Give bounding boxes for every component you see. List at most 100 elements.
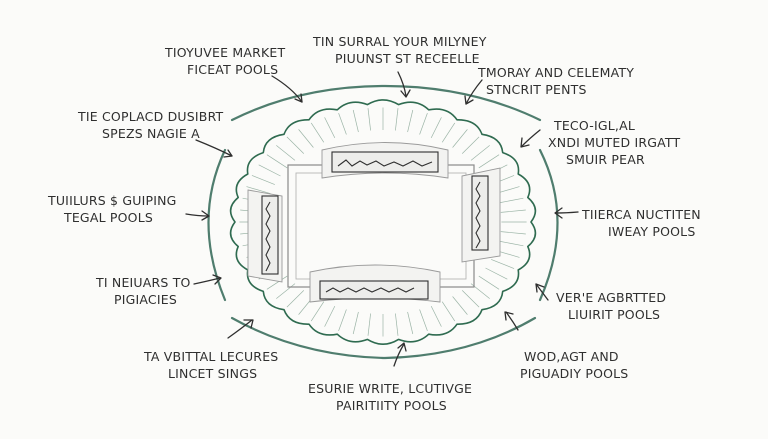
label-upper-right: TECO-IGL,AL XNDI MUTED IRGATT SMUIR PEAR <box>548 117 680 168</box>
seating-tier-line <box>470 145 490 161</box>
seating-tier-line <box>352 109 359 133</box>
arrow-mid-left <box>185 210 210 221</box>
label-lower-left: TI NEIUARS TO PIGIACIES <box>96 274 191 308</box>
seating-tier-line <box>395 313 399 336</box>
seating-tier-line <box>310 301 325 322</box>
stand-right <box>461 167 501 263</box>
stand-left <box>247 189 283 283</box>
label-line: PIUUNST ST RECEELLE <box>335 51 480 66</box>
outer-ring-arc-top <box>230 84 542 122</box>
label-mid-right: TIIERCA NUCTITEN IWEAY POOLS <box>582 206 701 240</box>
label-top-right: TMORAY AND CELEMATY STNCRIT PENTS <box>478 64 634 98</box>
seating-tier-line <box>367 108 371 131</box>
stand-bottom-panel <box>319 280 429 300</box>
label-bottom-right: WOD,AGT AND PIGUADIY POOLS <box>520 348 628 382</box>
stand-right-scribble <box>475 181 481 249</box>
label-line: TEGAL POOLS <box>64 210 154 225</box>
seating-tier-line <box>352 311 359 335</box>
seating-tier-line <box>485 267 508 280</box>
label-line: TIN SURRAL YOUR MILYNEY <box>313 34 487 49</box>
seating-tier-line <box>407 311 414 335</box>
label-line: TIE COPLACD DUSIBRT <box>78 109 224 124</box>
seating-tier-line <box>251 175 275 185</box>
seating-tier-line <box>286 290 305 308</box>
arrow-mid-right <box>554 207 579 219</box>
outer-ring-arc-right <box>538 148 559 302</box>
label-line: XNDI MUTED IRGATT <box>548 135 681 150</box>
seating-tier-line <box>338 112 347 135</box>
seating-tier-line <box>276 145 296 161</box>
pitch-inner-line <box>295 172 467 280</box>
seating-tier-line <box>266 154 288 169</box>
label-line: SMUIR PEAR <box>566 152 645 167</box>
outer-ring-arc-left <box>207 148 227 302</box>
seating-tier-line <box>461 136 480 154</box>
seating-tier-line <box>246 186 271 194</box>
seating-tier-line <box>407 109 414 133</box>
seating-bowl-outline <box>229 99 537 345</box>
label-line: SPEZS NAGIE A <box>102 126 200 141</box>
label-line: ESURIE WRITE, LCUTIVGE <box>308 381 473 396</box>
stand-left-scribble <box>265 201 271 272</box>
label-mid-left: TUIILURS $ GUIPING TEGAL POOLS <box>48 192 177 226</box>
label-line: TUIILURS $ GUIPING <box>48 193 177 208</box>
seating-tier-line <box>258 164 281 177</box>
arrow-bottom-center <box>393 342 407 367</box>
outer-ring <box>207 84 559 360</box>
label-lower-right: VER'E AGBRTTED LIUIRIT POOLS <box>556 289 666 323</box>
seating-tier-line <box>430 305 442 327</box>
label-line: VER'E AGBRTTED <box>556 290 667 305</box>
label-line: TA VBITTAL LECURES <box>144 349 279 364</box>
seating-tier-line <box>478 154 500 169</box>
arrow-bottom-left <box>227 319 254 339</box>
label-line: LIUIRIT POOLS <box>568 307 661 322</box>
seating-tier-line <box>500 231 526 235</box>
arrow-top-left <box>271 75 303 103</box>
label-top-center: TIN SURRAL YOUR MILYNEY PIUUNST ST RECEE… <box>313 33 487 67</box>
seating-tier-line <box>276 283 296 299</box>
arrow-lower-right <box>535 283 549 301</box>
seating-tier-line <box>338 309 347 332</box>
stand-top-scribble <box>337 159 433 167</box>
label-line: STNCRIT PENTS <box>486 82 587 97</box>
seating-tier-line <box>500 209 526 213</box>
seating-tier-line <box>491 259 515 269</box>
arrow-bottom-right <box>504 311 519 331</box>
label-line: IWEAY POOLS <box>608 224 696 239</box>
seating-tier-line <box>310 122 325 143</box>
seating-tier-line <box>367 313 371 336</box>
stand-bottom-scribble <box>325 287 415 293</box>
arrow-upper-left <box>195 139 233 158</box>
label-upper-left: TIE COPLACD DUSIBRT SPEZS NAGIE A <box>78 108 223 142</box>
seating-tier-line <box>498 240 524 247</box>
outer-ring-arc-bottom <box>230 316 537 360</box>
seating-tier-line <box>286 136 305 154</box>
seating-tier-line <box>452 296 468 315</box>
label-line: TECO-IGL,AL <box>554 118 635 133</box>
stand-top-panel <box>331 151 439 173</box>
label-line: WOD,AGT AND <box>524 349 619 364</box>
label-line: FICEAT POOLS <box>187 62 279 77</box>
arrow-upper-right <box>520 129 541 148</box>
annotation-arrows <box>185 71 579 367</box>
label-line: TMORAY AND CELEMATY <box>478 65 635 80</box>
stand-top <box>321 142 449 179</box>
seating-tier-line <box>395 108 399 131</box>
seating-tier-line <box>266 275 288 290</box>
label-line: PAIRITIITY POOLS <box>336 398 447 413</box>
seating-tier-line <box>324 305 336 327</box>
seating-tier-line <box>441 122 456 143</box>
arrow-top-center <box>397 71 411 98</box>
seating-tier-line <box>419 112 428 135</box>
label-line: LINCET SINGS <box>168 366 258 381</box>
label-top-left: TIOYUVEE MARKET FICEAT POOLS <box>165 44 285 78</box>
arrow-top-right <box>464 79 483 105</box>
seating-tier-line <box>498 197 524 204</box>
seating-tier-line <box>478 275 500 290</box>
label-line: PIGIACIES <box>114 292 177 307</box>
label-bottom-center: ESURIE WRITE, LCUTIVGE PAIRITIITY POOLS <box>308 380 472 414</box>
seating-tier-line <box>419 309 428 332</box>
stand-bottom <box>309 264 441 303</box>
